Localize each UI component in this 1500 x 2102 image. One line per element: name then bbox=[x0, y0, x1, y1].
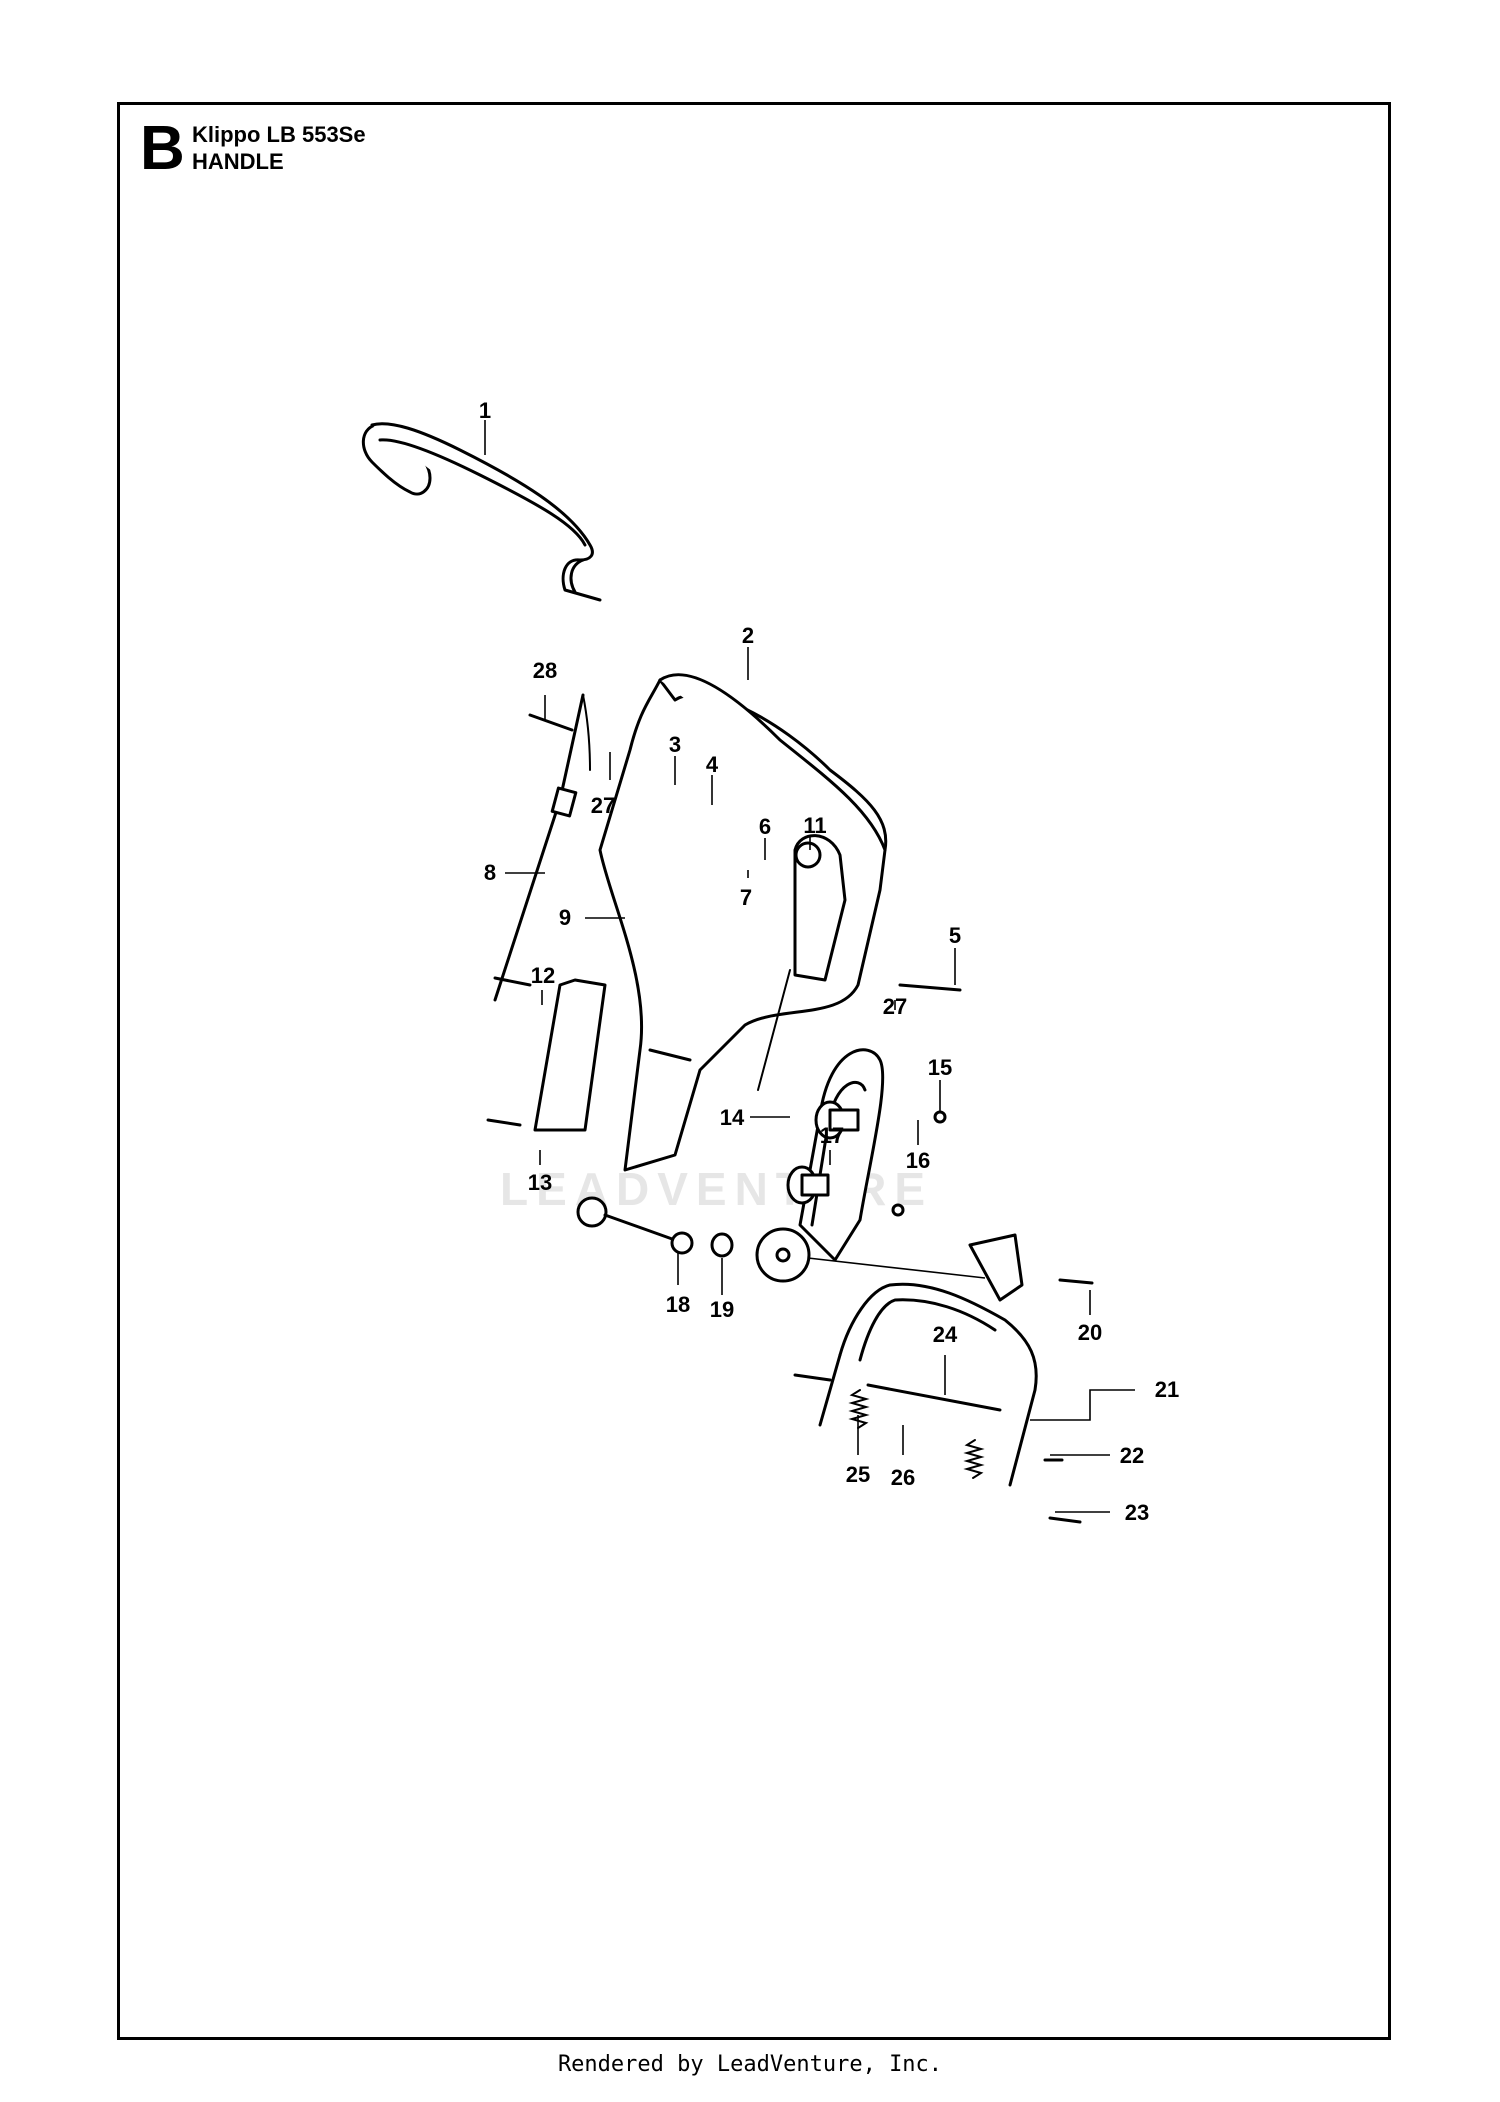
callout-28: 28 bbox=[533, 658, 557, 683]
callout-3: 3 bbox=[669, 732, 681, 757]
callout-19: 19 bbox=[710, 1297, 734, 1322]
callout-27-a: 27 bbox=[591, 793, 615, 818]
callout-18: 18 bbox=[666, 1292, 690, 1317]
callout-14: 14 bbox=[720, 1105, 745, 1130]
callout-13: 13 bbox=[528, 1170, 552, 1195]
callout-20: 20 bbox=[1078, 1320, 1102, 1345]
part-11-lever bbox=[757, 834, 847, 1091]
part-8-cable bbox=[493, 693, 591, 1002]
section-letter: B bbox=[140, 114, 185, 183]
callout-26: 26 bbox=[891, 1465, 915, 1490]
callout-21: 21 bbox=[1155, 1377, 1179, 1402]
part-1-bail bbox=[361, 422, 602, 602]
callout-22: 22 bbox=[1120, 1443, 1144, 1468]
callout-2: 2 bbox=[742, 623, 754, 648]
part-17-bumpers bbox=[786, 1100, 947, 1217]
callout-17: 17 bbox=[820, 1123, 844, 1148]
model-name: Klippo LB 553Se bbox=[192, 122, 366, 147]
leader-lines bbox=[484, 420, 1135, 1513]
callout-9: 9 bbox=[559, 905, 571, 930]
callout-15: 15 bbox=[928, 1055, 952, 1080]
part-18-19-knob bbox=[576, 1196, 986, 1283]
part-21-lower-frame bbox=[818, 1233, 1038, 1487]
footer-credit: Rendered by LeadVenture, Inc. bbox=[557, 2052, 943, 2077]
callout-5: 5 bbox=[949, 923, 961, 948]
callout-labels: 1 2 3 4 5 6 7 8 9 11 12 13 14 15 16 17 1… bbox=[479, 398, 1179, 1525]
callout-7: 7 bbox=[740, 885, 752, 910]
callout-1: 1 bbox=[479, 398, 491, 423]
part-2-9-handle bbox=[598, 673, 888, 1172]
springs-and-bolts bbox=[486, 713, 1094, 1524]
callout-4: 4 bbox=[706, 752, 719, 777]
callout-27-b: 27 bbox=[883, 994, 907, 1019]
callout-24: 24 bbox=[933, 1322, 958, 1347]
callout-11: 11 bbox=[803, 813, 826, 838]
callout-12: 12 bbox=[531, 963, 555, 988]
callout-16: 16 bbox=[906, 1148, 930, 1173]
callout-8: 8 bbox=[484, 860, 496, 885]
callout-23: 23 bbox=[1125, 1500, 1149, 1525]
part-13-guard bbox=[533, 978, 607, 1132]
callout-6: 6 bbox=[759, 814, 771, 839]
assembly-name: HANDLE bbox=[192, 149, 284, 174]
part-14-bracket bbox=[798, 1048, 885, 1262]
callout-25: 25 bbox=[846, 1462, 870, 1487]
drawing-frame bbox=[117, 102, 1391, 2040]
